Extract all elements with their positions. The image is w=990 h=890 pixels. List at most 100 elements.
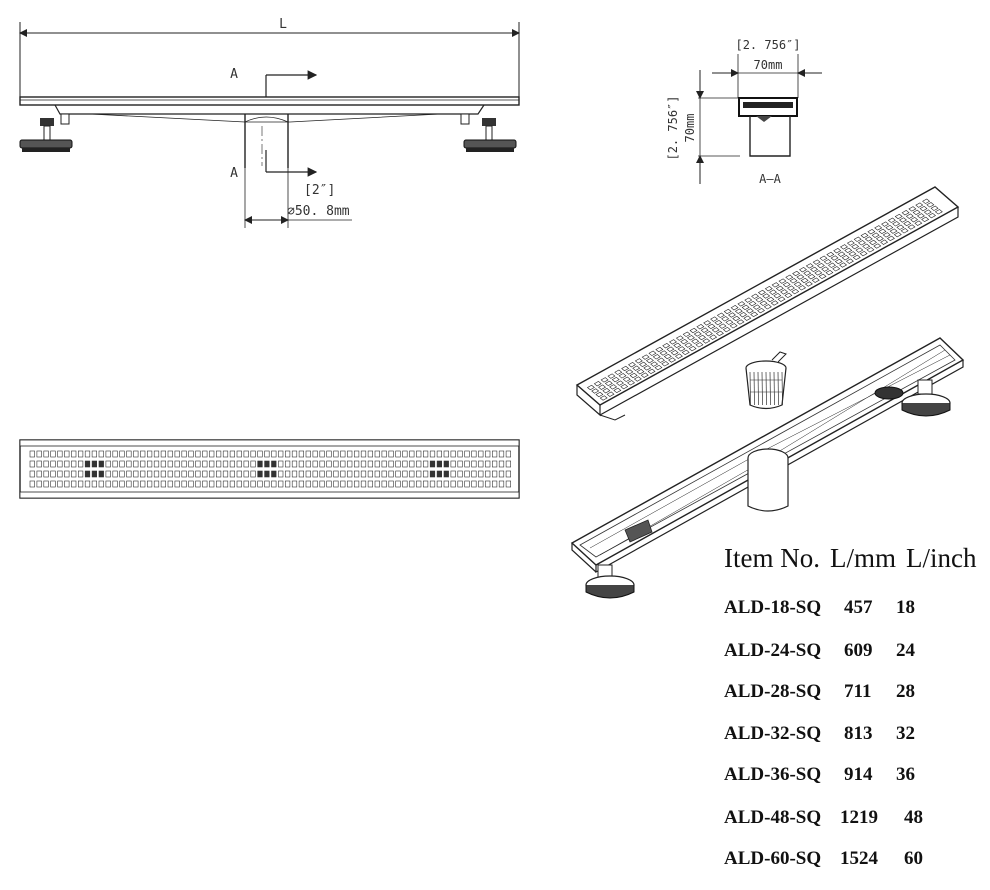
grate-slot — [243, 450, 249, 458]
grate-slot — [333, 450, 339, 458]
grate-slot — [305, 450, 311, 458]
grate-slot — [167, 460, 173, 468]
grate-slot — [119, 460, 125, 468]
table-row: ALD-24-SQ 609 24 — [724, 640, 916, 661]
iso-grate-slot — [796, 274, 805, 280]
grate-slot — [98, 450, 104, 458]
iso-grate-slot — [819, 255, 828, 261]
exploded-isometric-view — [570, 186, 965, 599]
iso-grate-slot — [696, 324, 705, 330]
grate-slot — [84, 470, 91, 478]
iso-grate-slot — [600, 377, 609, 383]
iso-grate-slot — [803, 270, 812, 276]
iso-grate-slot — [586, 384, 595, 391]
iso-grate-slot — [707, 323, 716, 330]
basket-rib — [769, 371, 771, 406]
grate-slot — [429, 450, 436, 458]
grate-slot — [50, 460, 56, 468]
row-length-inch: 36 — [896, 764, 915, 785]
grate-slot — [374, 480, 380, 488]
iso-grate-slot — [798, 285, 807, 291]
grate-slot — [188, 470, 194, 478]
grate-slot — [140, 480, 146, 488]
iso-grate-slot — [670, 350, 679, 356]
grate-slot — [312, 480, 318, 488]
iso-grate-slot — [703, 320, 712, 326]
grate-slot — [264, 470, 270, 478]
grate-slot — [229, 450, 236, 458]
iso-foot-right — [901, 379, 951, 417]
grate-slot — [388, 470, 394, 478]
grate-slot — [319, 480, 325, 488]
row-item-no: ALD-18-SQ — [724, 597, 821, 618]
grate-slot — [505, 480, 512, 488]
iso-grate-slot — [915, 202, 924, 208]
grate-slot — [340, 450, 346, 458]
row-length-inch: 18 — [896, 597, 915, 618]
iso-grate-slot — [908, 206, 917, 212]
iso-grate-slot — [621, 365, 630, 372]
grate-slot — [250, 460, 256, 468]
grate-slot — [153, 450, 160, 458]
grate-slot — [312, 470, 318, 478]
grate-slot — [216, 480, 222, 488]
grate-slot — [202, 460, 208, 468]
grate-slot — [229, 480, 236, 488]
top-view-grate — [19, 439, 520, 499]
grate-slot — [278, 460, 284, 468]
grate-slot — [216, 470, 222, 478]
grate-slot — [485, 470, 491, 478]
grate-slot — [367, 470, 374, 478]
iso-grate-slot — [602, 388, 611, 394]
grate-slot — [374, 460, 380, 468]
iso-grate-slot — [837, 251, 846, 257]
table-header-length-mm: L/mm — [830, 543, 896, 573]
width-metric-label: 70mm — [754, 58, 783, 72]
iso-grate-slot — [721, 316, 730, 322]
iso-grate-slot — [912, 209, 921, 216]
iso-grate-slot — [593, 381, 602, 387]
grate-slot — [478, 470, 484, 478]
iso-grate-slot — [691, 338, 700, 344]
iso-grate-slot — [778, 278, 787, 284]
grate-slot — [181, 460, 187, 468]
grate-slot — [78, 470, 84, 478]
row-length-inch: 32 — [896, 723, 915, 744]
grate-slot — [50, 470, 56, 478]
grate-slot — [485, 450, 491, 458]
grate-slot — [229, 470, 236, 478]
grate-slot — [84, 450, 91, 458]
iso-grate-slot — [759, 300, 768, 306]
iso-strainer-basket — [745, 351, 787, 410]
grate-slot — [195, 450, 201, 458]
iso-grate-slot — [792, 270, 801, 277]
iso-grate-slot — [830, 255, 839, 261]
iso-grate-slot — [766, 296, 775, 303]
grate-slot — [250, 450, 256, 458]
grate-slot — [91, 460, 97, 468]
grate-slot — [174, 470, 180, 478]
grate-slot — [181, 470, 187, 478]
grate-slot — [98, 480, 104, 488]
grate-slot — [64, 450, 70, 458]
grate-slot — [119, 480, 125, 488]
iso-grate-slot — [818, 273, 827, 280]
grate-slot — [402, 470, 408, 478]
iso-grate-slot — [771, 282, 780, 288]
grate-slot — [471, 480, 477, 488]
grate-slot — [202, 480, 208, 488]
iso-grate-slot — [839, 262, 848, 268]
grate-slot — [243, 460, 249, 468]
iso-grate-slot — [710, 316, 719, 322]
iso-grate-slot — [681, 349, 690, 356]
row-length-mm: 1524 — [840, 848, 879, 869]
grate-slot — [160, 480, 167, 488]
iso-grate-slot — [641, 354, 650, 360]
grate-slot — [491, 480, 498, 488]
iso-grate-slot — [744, 297, 753, 303]
grate-slot — [133, 460, 139, 468]
grate-slot — [167, 450, 173, 458]
grate-slot — [278, 450, 284, 458]
grate-slot — [422, 460, 429, 468]
grate-slot — [422, 480, 429, 488]
